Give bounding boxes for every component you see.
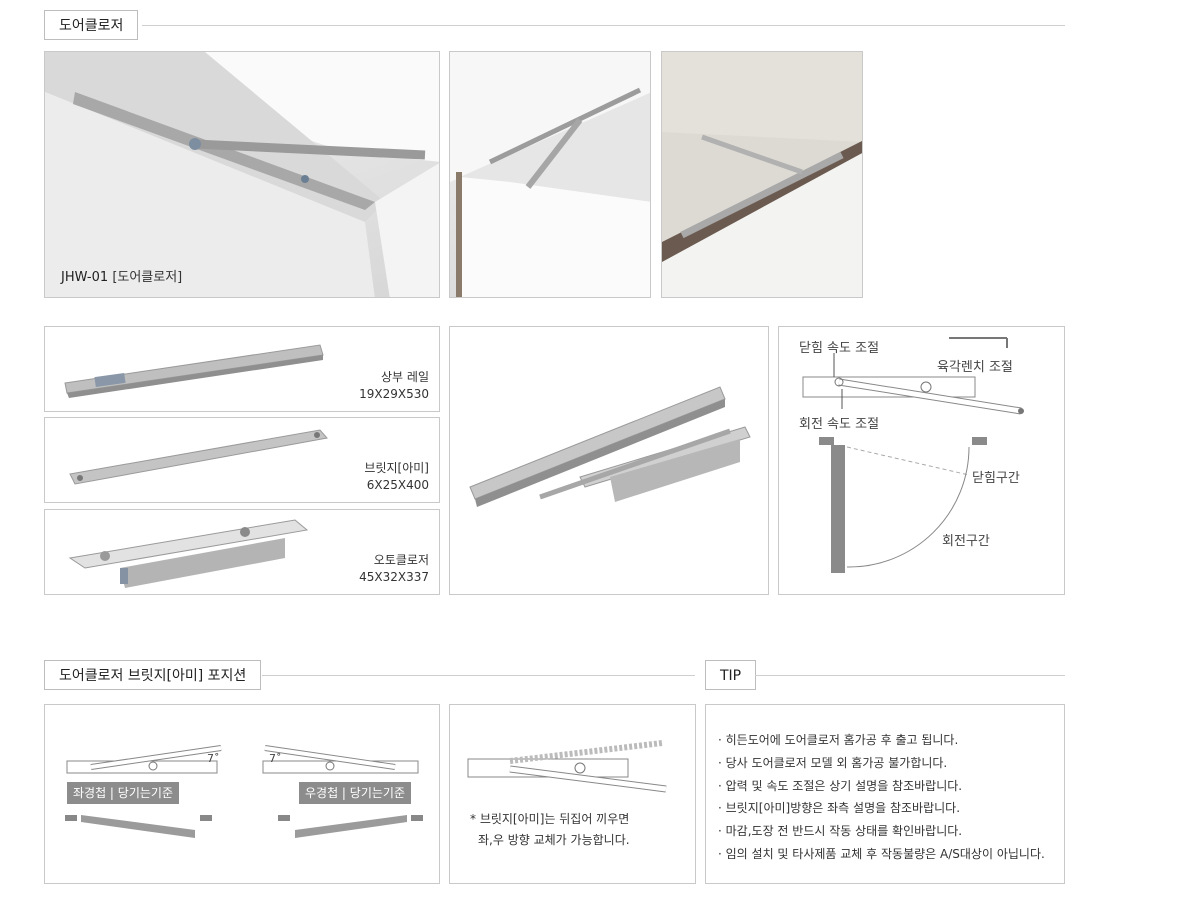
photo-door-closer-open — [449, 51, 651, 298]
part-auto-closer-name: 오토클로저 — [373, 553, 429, 567]
part-bridge-label: 브릿지[아미] 6X25X400 — [364, 460, 429, 494]
part-top-rail-label: 상부 레일 19X29X530 — [359, 369, 429, 403]
tip-item: 히든도어에 도어클로저 홈가공 후 출고 됩니다. — [718, 729, 1045, 752]
part-bridge-illustration — [69, 429, 328, 485]
label-rotate-speed: 회전 속도 조절 — [799, 417, 880, 432]
part-bridge-size: 6X25X400 — [366, 478, 429, 492]
tip-item: 당사 도어클로저 모델 외 홈가공 불가합니다. — [718, 752, 1045, 775]
part-top-rail-illustration — [64, 344, 324, 398]
tip-list: 히든도어에 도어클로저 홈가공 후 출고 됩니다. 당사 도어클로저 모델 외 … — [718, 729, 1045, 866]
part-card-auto-closer: 오토클로저 45X32X337 — [44, 509, 440, 595]
part-card-bridge: 브릿지[아미] 6X25X400 — [44, 417, 440, 503]
tip-item: 압력 및 속도 조절은 상기 설명을 참조바랍니다. — [718, 775, 1045, 798]
product-assembled — [449, 326, 769, 595]
bridge-reverse-illustration — [467, 740, 667, 793]
section-title-bridge-position: 도어클로저 브릿지[아미] 포지션 — [44, 660, 262, 690]
model-code: JHW-01 — [61, 270, 109, 285]
part-auto-closer-label: 오토클로저 45X32X337 — [359, 552, 429, 586]
bridge-position-illustration — [65, 745, 423, 838]
badge-right-hinge: 우경첩 | 당기는기준 — [299, 782, 411, 804]
section-divider-tip — [755, 675, 1065, 676]
tip-item: 브릿지[아미]방향은 좌측 설명을 참조바랍니다. — [718, 797, 1045, 820]
part-auto-closer-illustration — [68, 519, 309, 588]
part-top-rail-name: 상부 레일 — [381, 370, 429, 384]
photo-door-closer-main: JHW-01 [도어클로저] — [44, 51, 440, 298]
angle-left: 7˚ — [207, 752, 220, 765]
adjustment-diagram: 닫힘 속도 조절 육각렌치 조절 회전 속도 조절 닫힘구간 회전구간 — [778, 326, 1065, 595]
label-hex-wrench: 육각렌치 조절 — [937, 360, 1013, 375]
label-close-speed: 닫힘 속도 조절 — [799, 341, 880, 356]
bridge-reverse-diagram: * 브릿지[아미]는 뒤집어 끼우면 좌,우 방향 교체가 가능합니다. — [449, 704, 696, 884]
photo-main-illustration — [45, 52, 439, 297]
section-title-door-closer: 도어클로저 — [44, 10, 139, 40]
reverse-note-line2: 좌,우 방향 교체가 가능합니다. — [478, 833, 630, 847]
assembled-illustration — [469, 386, 751, 507]
section-divider — [142, 25, 1065, 26]
section-title-tip: TIP — [705, 660, 757, 690]
section-divider-2 — [262, 675, 695, 676]
bridge-position-diagram: 7˚ 7˚ 좌경첩 | 당기는기준 우경첩 | 당기는기준 — [44, 704, 440, 884]
photo-installed-illustration — [662, 52, 862, 297]
model-name: [도어클로저] — [112, 270, 183, 285]
label-rotate-zone: 회전구간 — [942, 534, 990, 549]
reverse-note: * 브릿지[아미]는 뒤집어 끼우면 좌,우 방향 교체가 가능합니다. — [470, 809, 630, 851]
label-close-zone: 닫힘구간 — [972, 471, 1020, 486]
part-auto-closer-size: 45X32X337 — [359, 570, 429, 584]
photo-open-illustration — [450, 52, 650, 297]
part-bridge-name: 브릿지[아미] — [364, 461, 429, 475]
tip-panel: 히든도어에 도어클로저 홈가공 후 출고 됩니다. 당사 도어클로저 모델 외 … — [705, 704, 1065, 884]
angle-right: 7˚ — [269, 752, 282, 765]
tip-item: 임의 설치 및 타사제품 교체 후 작동불량은 A/S대상이 아닙니다. — [718, 843, 1045, 866]
photo-door-closer-installed — [661, 51, 863, 298]
adjustment-diagram-illustration — [802, 337, 1024, 573]
badge-left-hinge: 좌경첩 | 당기는기준 — [67, 782, 179, 804]
main-photo-caption: JHW-01 [도어클로저] — [61, 266, 182, 285]
tip-item: 마감,도장 전 반드시 작동 상태를 확인바랍니다. — [718, 820, 1045, 843]
reverse-note-line1: * 브릿지[아미]는 뒤집어 끼우면 — [470, 812, 630, 826]
part-top-rail-size: 19X29X530 — [359, 387, 429, 401]
part-card-top-rail: 상부 레일 19X29X530 — [44, 326, 440, 412]
